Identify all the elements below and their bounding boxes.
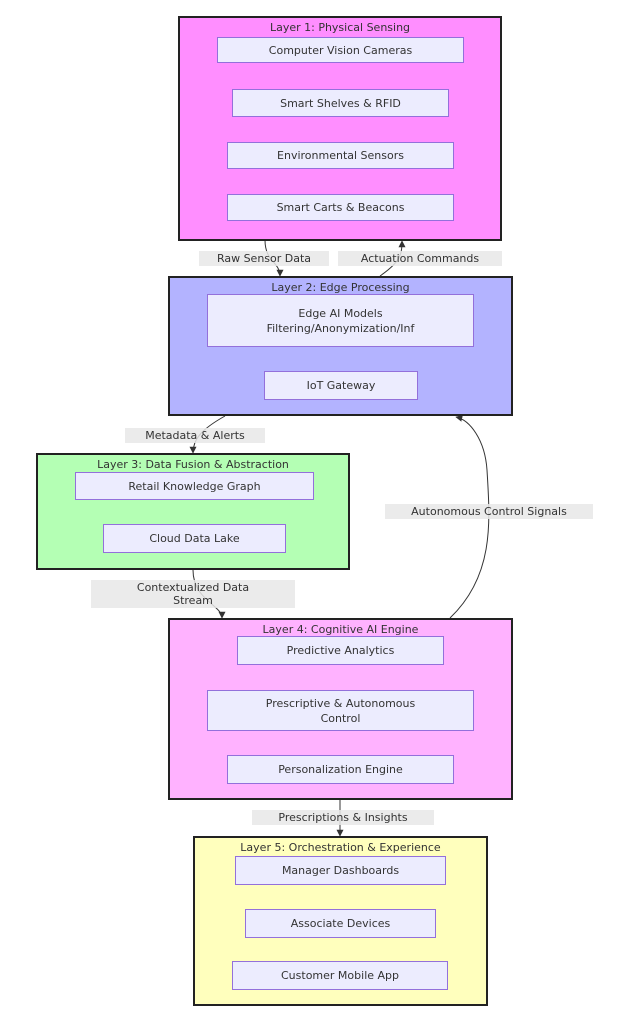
layer-title: Layer 3: Data Fusion & Abstraction <box>97 458 289 471</box>
node-manager-dashboards[interactable]: Manager Dashboards <box>235 856 446 885</box>
node-personalization-engine[interactable]: Personalization Engine <box>227 755 454 784</box>
edge-label-metadata-alerts: Metadata & Alerts <box>125 428 265 443</box>
layer-data-fusion: Layer 3: Data Fusion & Abstraction Retai… <box>36 453 350 570</box>
layer-orchestration: Layer 5: Orchestration & Experience Mana… <box>193 836 488 1006</box>
layer-cognitive-ai: Layer 4: Cognitive AI Engine Predictive … <box>168 618 513 800</box>
edge-label-contextualized-stream: Contextualized Data Stream <box>91 580 295 608</box>
edge-label-prescriptions-insights: Prescriptions & Insights <box>252 810 434 825</box>
node-associate-devices[interactable]: Associate Devices <box>245 909 436 938</box>
node-iot-gateway[interactable]: IoT Gateway <box>264 371 418 400</box>
node-computer-vision-cameras[interactable]: Computer Vision Cameras <box>217 37 464 63</box>
node-retail-knowledge-graph[interactable]: Retail Knowledge Graph <box>75 472 314 500</box>
node-prescriptive-autonomous-control[interactable]: Prescriptive & Autonomous Control <box>207 690 474 731</box>
node-cloud-data-lake[interactable]: Cloud Data Lake <box>103 524 286 553</box>
layer-physical-sensing: Layer 1: Physical Sensing Computer Visio… <box>178 16 502 241</box>
node-customer-mobile-app[interactable]: Customer Mobile App <box>232 961 448 990</box>
layer-edge-processing: Layer 2: Edge Processing Edge AI Models … <box>168 276 513 416</box>
layer-title: Layer 1: Physical Sensing <box>269 21 411 34</box>
edge-autonomous-control <box>449 414 490 619</box>
edge-label-raw-sensor-data: Raw Sensor Data <box>199 251 329 266</box>
node-environmental-sensors[interactable]: Environmental Sensors <box>227 142 454 169</box>
node-smart-shelves-rfid[interactable]: Smart Shelves & RFID <box>232 89 449 117</box>
layer-title: Layer 2: Edge Processing <box>271 281 410 294</box>
node-smart-carts-beacons[interactable]: Smart Carts & Beacons <box>227 194 454 221</box>
node-predictive-analytics[interactable]: Predictive Analytics <box>237 636 444 665</box>
edge-label-actuation-commands: Actuation Commands <box>338 251 502 266</box>
layer-title: Layer 5: Orchestration & Experience <box>240 841 441 854</box>
node-edge-ai-models[interactable]: Edge AI Models Filtering/Anonymization/I… <box>207 294 474 347</box>
edge-label-autonomous-control: Autonomous Control Signals <box>385 504 593 519</box>
layer-title: Layer 4: Cognitive AI Engine <box>262 623 419 636</box>
